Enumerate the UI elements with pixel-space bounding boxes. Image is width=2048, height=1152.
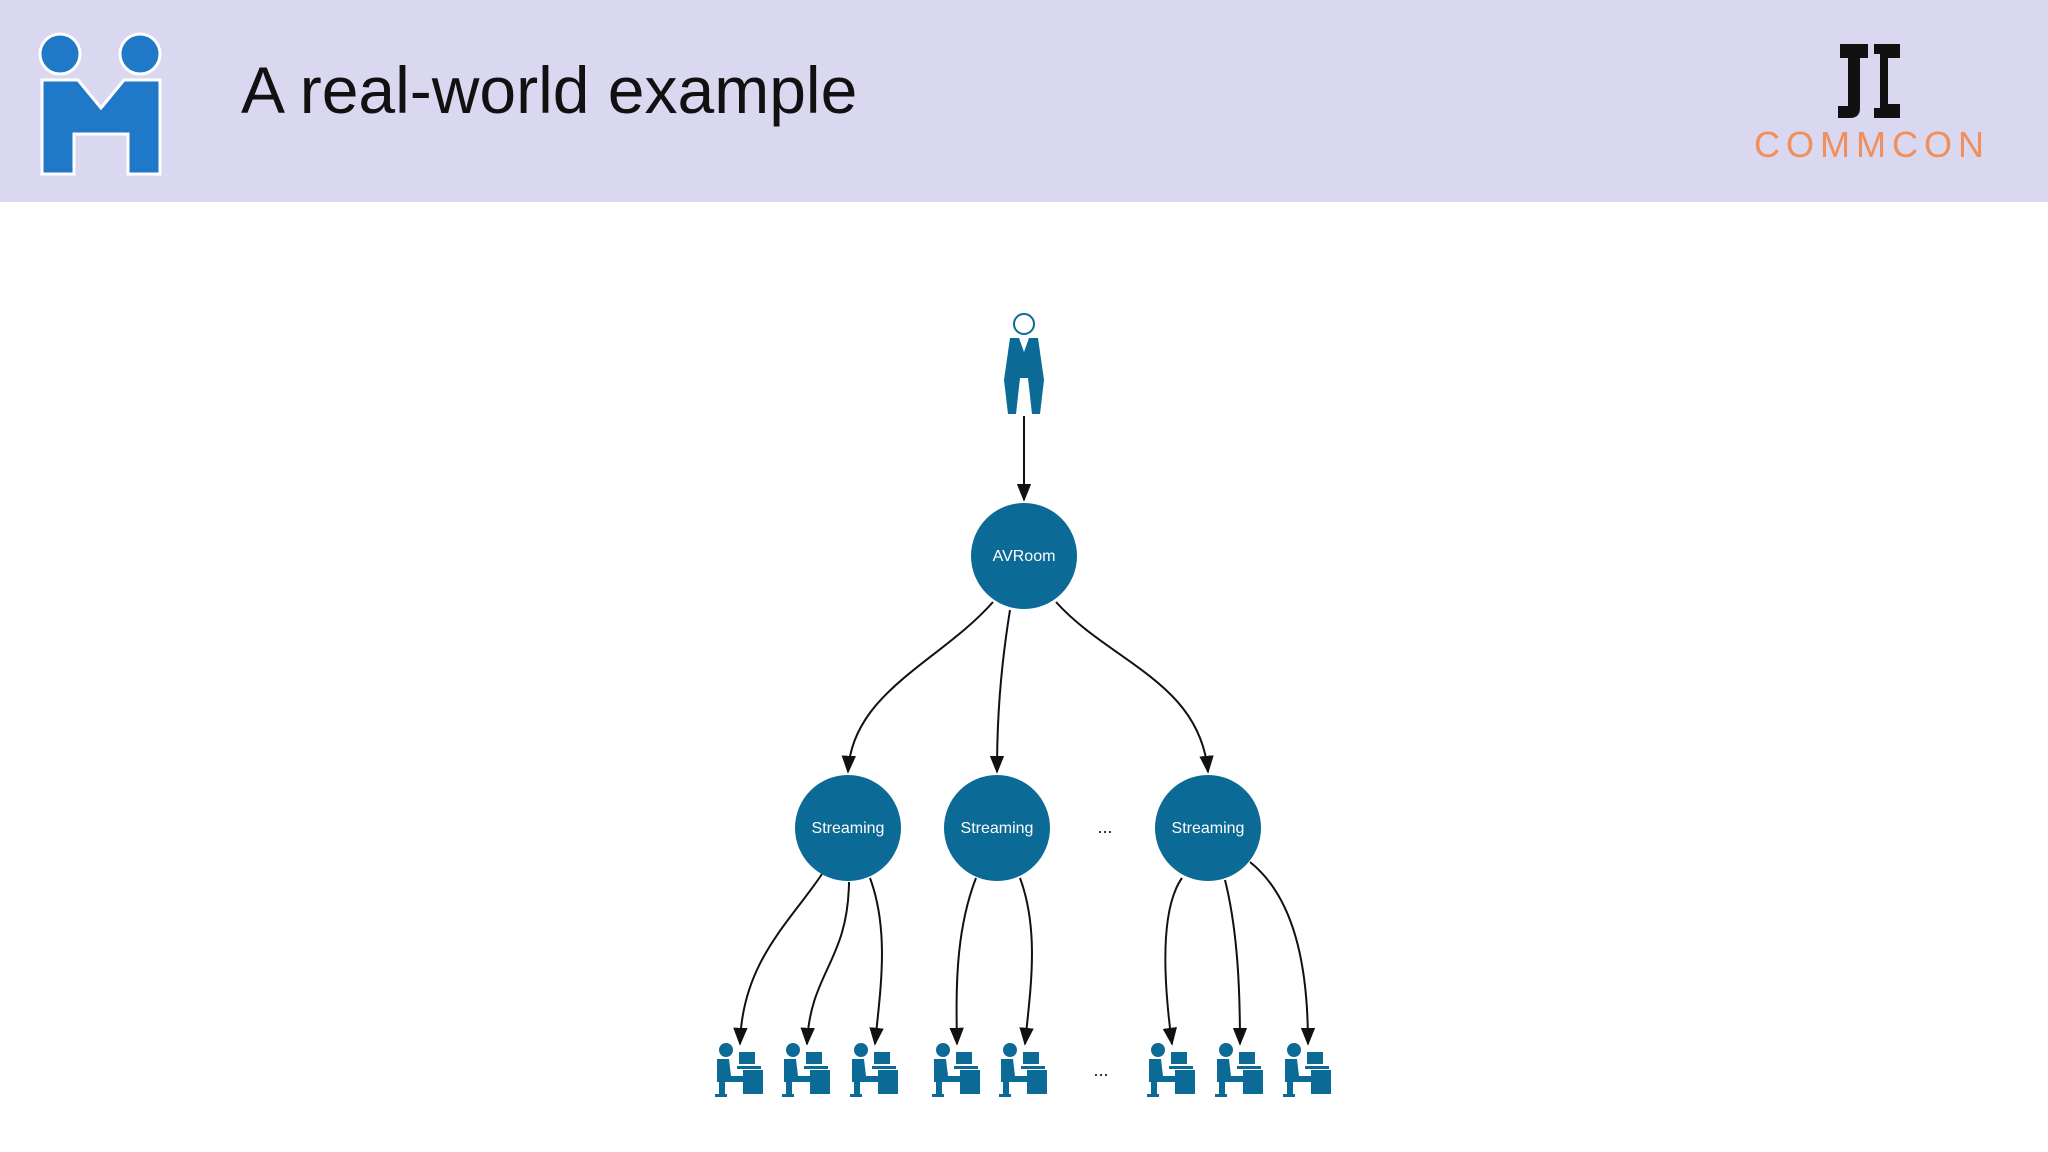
edge-s2-v2 (1019, 877, 1034, 1046)
computer-user-icon (999, 1043, 1047, 1097)
avroom-node: AVRoom (971, 503, 1077, 609)
edge-avroom-stream-3 (1055, 601, 1214, 774)
edge-s1-v2 (800, 881, 850, 1046)
computer-user-icon (715, 1043, 763, 1097)
computer-user-icon (1283, 1043, 1331, 1097)
architecture-diagram: AVRoom Streaming Streaming Streaming ...… (715, 313, 1331, 1097)
avroom-label: AVRoom (993, 548, 1056, 565)
edge-s3-v3 (1249, 861, 1316, 1046)
edge-s1-v3 (869, 877, 884, 1046)
streaming-node: Streaming (1155, 775, 1261, 881)
computer-user-icon (782, 1043, 830, 1097)
header-bar: A real-world example COMMCON (0, 0, 2048, 202)
viewers-ellipsis: ... (1093, 1060, 1108, 1080)
commcon-logo (1838, 44, 1900, 118)
edge-s3-v2 (1224, 879, 1248, 1046)
streams-ellipsis: ... (1097, 817, 1112, 837)
streaming-label: Streaming (1172, 820, 1245, 837)
streaming-node: Streaming (944, 775, 1050, 881)
presenter-icon (1004, 313, 1044, 414)
computer-user-icon (932, 1043, 980, 1097)
edge-avroom-stream-2 (989, 609, 1011, 774)
meetecho-logo (38, 32, 162, 176)
computer-user-icon (1147, 1043, 1195, 1097)
edge-s1-v1 (733, 873, 823, 1046)
edge-avroom-stream-1 (841, 601, 994, 774)
commcon-wordmark: COMMCON (1754, 124, 1990, 165)
edge-s2-v1 (949, 877, 977, 1046)
streaming-label: Streaming (812, 820, 885, 837)
diagram-edges (733, 416, 1316, 1046)
streaming-label: Streaming (961, 820, 1034, 837)
computer-user-icon (1215, 1043, 1263, 1097)
slide-title: A real-world example (241, 53, 858, 127)
computer-user-icon (850, 1043, 898, 1097)
streaming-node: Streaming (795, 775, 901, 881)
edge-s3-v1 (1162, 877, 1183, 1046)
